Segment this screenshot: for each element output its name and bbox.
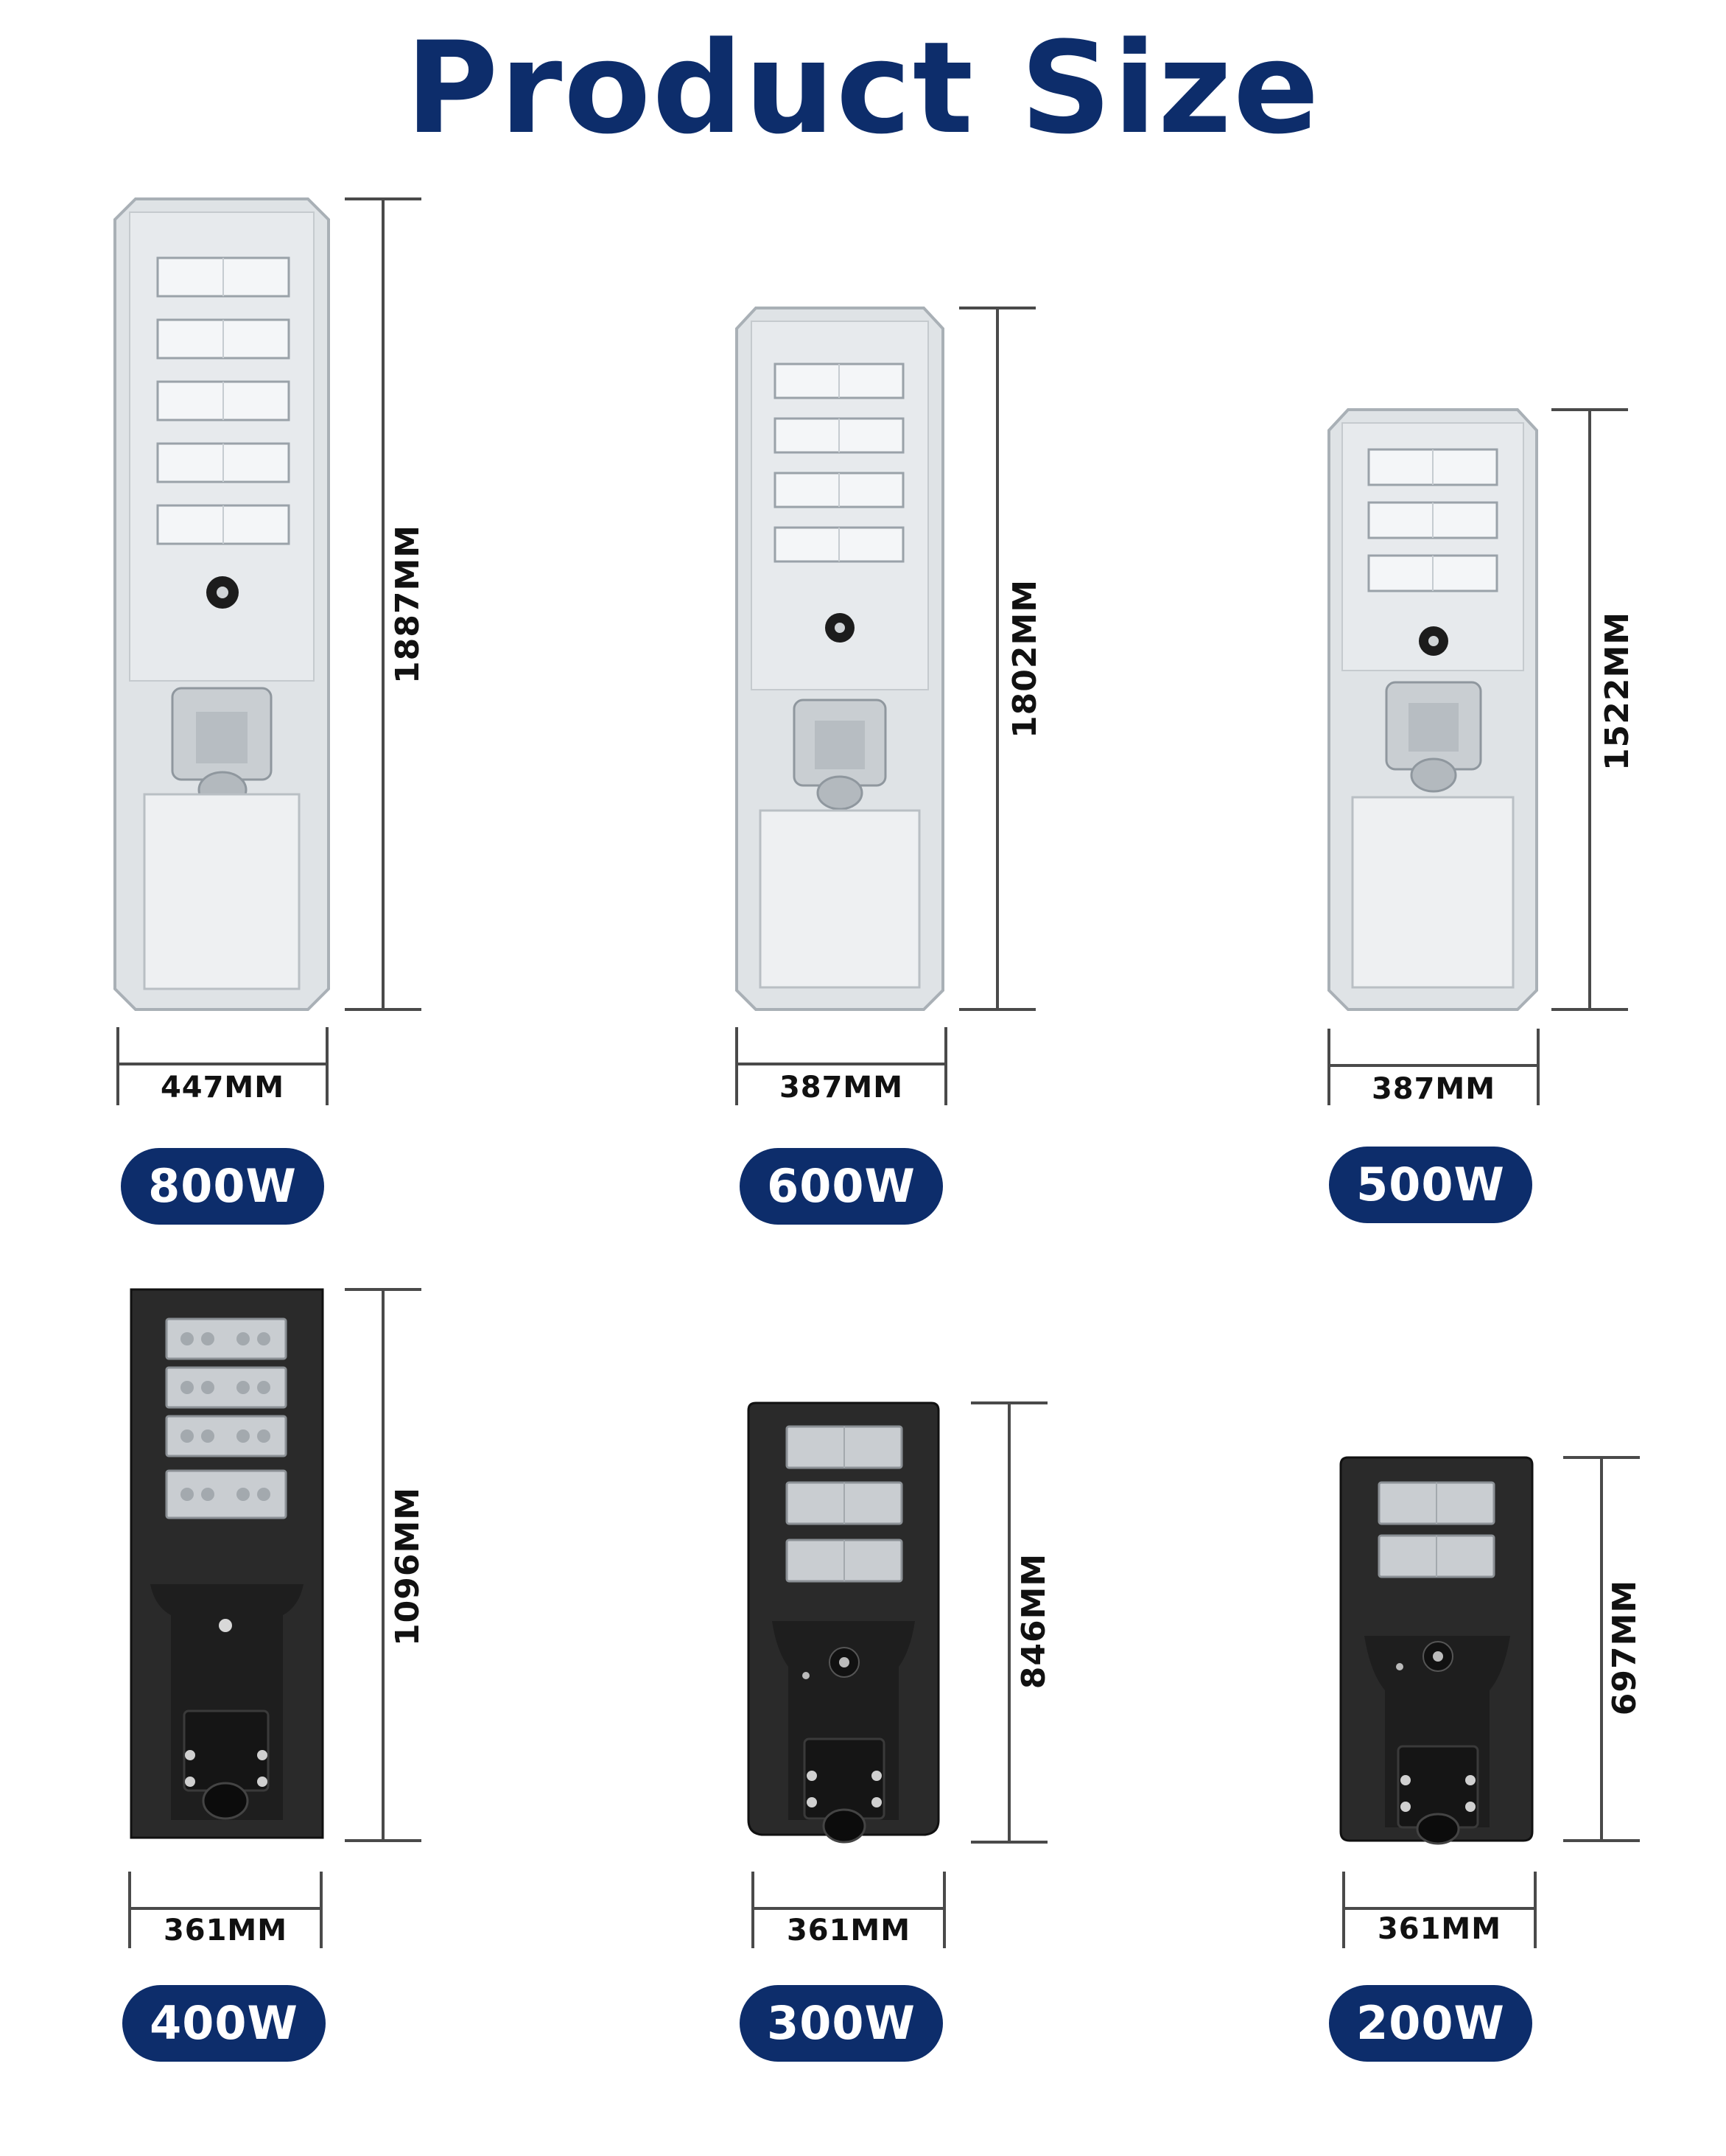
page-title: Product Size (405, 14, 1321, 162)
width-label: 447MM (160, 1071, 285, 1105)
width-label: 361MM (1377, 1912, 1502, 1946)
width-label: 361MM (163, 1914, 288, 1947)
height-label: 697MM (1606, 1579, 1643, 1716)
power-badge: 800W (121, 1148, 324, 1225)
power-badge: 500W (1329, 1147, 1532, 1223)
width-label: 387MM (1371, 1072, 1496, 1106)
width-label: 387MM (779, 1071, 904, 1105)
width-label: 361MM (786, 1914, 911, 1947)
power-badge: 300W (740, 1985, 943, 2062)
power-badge: 200W (1329, 1985, 1532, 2062)
power-badge: 400W (122, 1985, 326, 2062)
power-badge: 600W (740, 1148, 943, 1225)
